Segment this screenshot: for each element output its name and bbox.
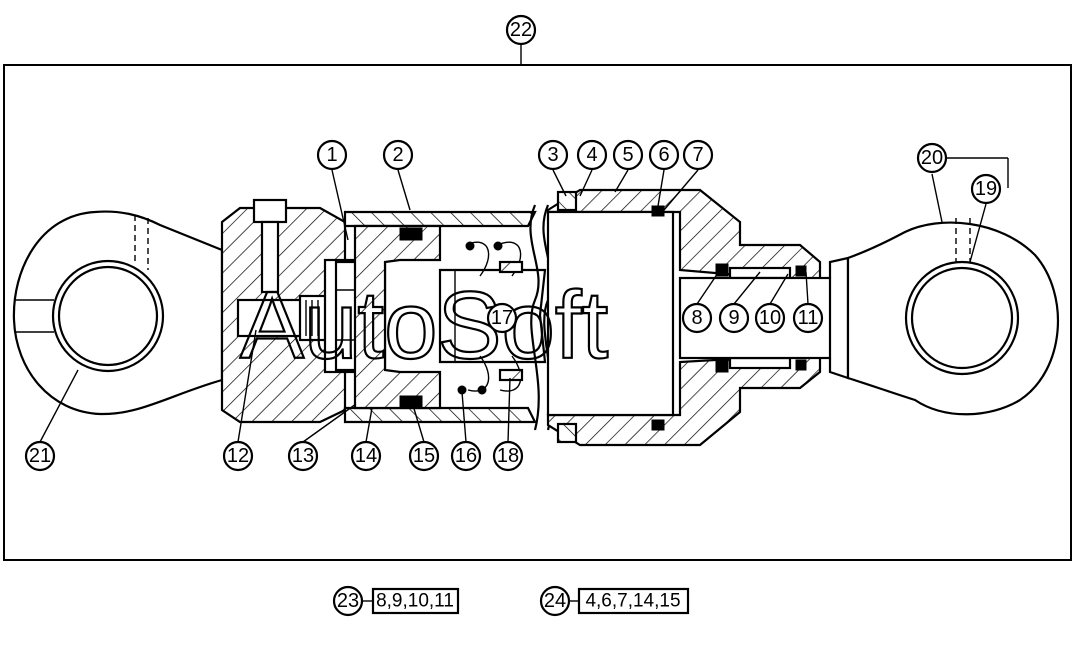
callout-7: 7 [682, 139, 714, 171]
svg-text:10: 10 [759, 307, 781, 329]
callout-16: 16 [450, 440, 482, 472]
spring [457, 241, 524, 395]
callout-4: 4 [576, 139, 608, 171]
callout-20: 20 [916, 142, 948, 174]
callout-15: 15 [408, 440, 440, 472]
svg-text:22: 22 [510, 19, 532, 41]
svg-text:19: 19 [975, 178, 997, 200]
callout-17: 17 [486, 302, 518, 334]
svg-text:3: 3 [547, 144, 558, 166]
svg-text:8: 8 [691, 307, 702, 329]
callout-5: 5 [612, 139, 644, 171]
svg-text:21: 21 [29, 445, 51, 467]
leader-lines [39, 157, 1009, 443]
svg-text:24: 24 [544, 590, 566, 612]
callout-19: 19 [970, 173, 1002, 205]
callout-3: 3 [537, 139, 569, 171]
callout-1: 1 [316, 139, 348, 171]
svg-text:15: 15 [413, 445, 435, 467]
callout-2: 2 [382, 139, 414, 171]
watermark-text: AutoSoft [240, 272, 608, 379]
svg-text:8,9,10,11: 8,9,10,11 [376, 591, 454, 612]
svg-text:12: 12 [227, 445, 249, 467]
callout-13: 13 [287, 440, 319, 472]
callout-8: 8 [681, 302, 713, 334]
callout-6: 6 [648, 139, 680, 171]
callout-14: 14 [350, 440, 382, 472]
svg-text:6: 6 [658, 144, 669, 166]
diagram-frame [3, 64, 1072, 561]
left-rod-eye [12, 210, 224, 416]
svg-text:11: 11 [798, 307, 819, 329]
cylinder-tube [343, 210, 537, 424]
callout-18: 18 [492, 440, 524, 472]
svg-text:14: 14 [355, 445, 377, 467]
svg-text:4: 4 [586, 144, 597, 166]
callout-9: 9 [718, 302, 750, 334]
svg-text:20: 20 [921, 147, 943, 169]
svg-text:1: 1 [326, 144, 337, 166]
svg-text:23: 23 [337, 590, 359, 612]
right-rod-eye [846, 218, 1060, 416]
svg-text:18: 18 [497, 445, 519, 467]
svg-text:4,6,7,14,15: 4,6,7,14,15 [585, 591, 680, 612]
callout-12: 12 [222, 440, 254, 472]
grease-nipple [236, 198, 330, 342]
kit-24: 24 4,6,7,14,15 [539, 585, 690, 617]
callout-10: 10 [754, 302, 786, 334]
svg-text:2: 2 [392, 144, 403, 166]
svg-text:5: 5 [622, 144, 633, 166]
callout-11: 11 [792, 302, 824, 334]
callout-22: 22 [505, 14, 537, 46]
callout-21: 21 [24, 440, 56, 472]
svg-text:16: 16 [455, 445, 477, 467]
break-line-left [529, 204, 540, 431]
svg-text:13: 13 [292, 445, 314, 467]
svg-text:9: 9 [728, 307, 739, 329]
cylinder-head [546, 188, 822, 447]
kit-23: 23 8,9,10,11 [332, 585, 460, 617]
svg-text:17: 17 [491, 307, 513, 329]
svg-text:7: 7 [692, 144, 703, 166]
